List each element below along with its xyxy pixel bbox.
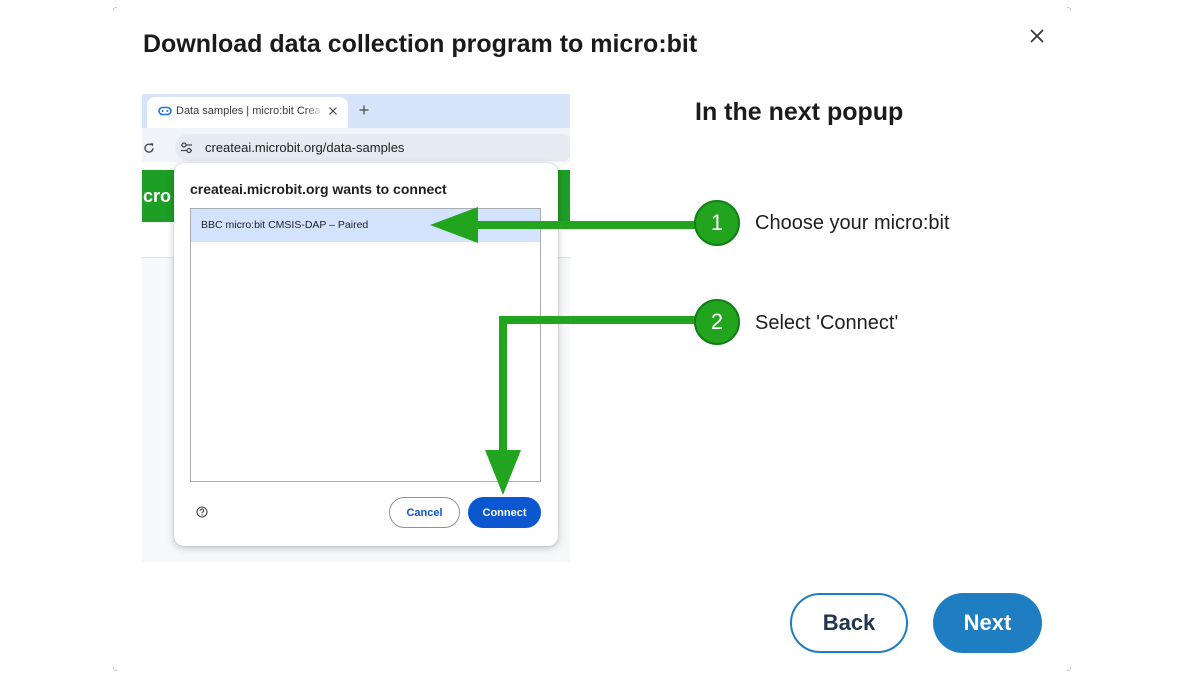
reload-icon	[144, 143, 154, 153]
site-settings-icon	[181, 142, 192, 154]
address-bar: createai.microbit.org/data-samples	[175, 134, 570, 161]
microbit-favicon-icon	[158, 106, 172, 116]
dialog-title: Download data collection program to micr…	[143, 30, 698, 58]
popup-connect-button: Connect	[468, 497, 541, 528]
step-number-badge: 1	[694, 200, 740, 246]
address-bar-url: createai.microbit.org/data-samples	[205, 140, 405, 155]
device-list: BBC micro:bit CMSIS-DAP – Paired	[190, 208, 541, 482]
instructions-heading: In the next popup	[695, 98, 904, 126]
browser-tab: Data samples | micro:bit Crea	[147, 97, 348, 128]
next-button[interactable]: Next	[933, 593, 1042, 653]
step-number-badge: 2	[694, 299, 740, 345]
download-dialog: Download data collection program to micr…	[113, 7, 1071, 671]
dialog-corner	[113, 7, 117, 11]
dialog-corner	[1067, 7, 1071, 11]
connect-permission-popup: createai.microbit.org wants to connect B…	[174, 163, 558, 546]
dialog-corner	[1067, 667, 1071, 671]
site-logo-text: cro	[143, 186, 172, 206]
dialog-corner	[113, 667, 117, 671]
close-button[interactable]	[1027, 26, 1047, 46]
browser-tab-strip: Data samples | micro:bit Crea	[142, 94, 570, 128]
tab-close-icon	[329, 107, 337, 115]
back-button[interactable]: Back	[790, 593, 908, 653]
device-list-item: BBC micro:bit CMSIS-DAP – Paired	[191, 209, 540, 242]
step-label: Select 'Connect'	[755, 312, 899, 334]
browser-toolbar: createai.microbit.org/data-samples	[142, 128, 570, 162]
step-label: Choose your micro:bit	[755, 212, 950, 234]
browser-tab-title: Data samples | micro:bit Crea	[176, 105, 321, 117]
browser-popup-illustration: Data samples | micro:bit Crea	[142, 94, 570, 562]
help-icon	[196, 506, 208, 518]
popup-cancel-button: Cancel	[389, 497, 460, 528]
plus-icon	[359, 105, 369, 115]
close-icon	[1030, 29, 1044, 43]
tab-title-fade	[305, 101, 326, 123]
permission-popup-title: createai.microbit.org wants to connect	[190, 181, 447, 197]
